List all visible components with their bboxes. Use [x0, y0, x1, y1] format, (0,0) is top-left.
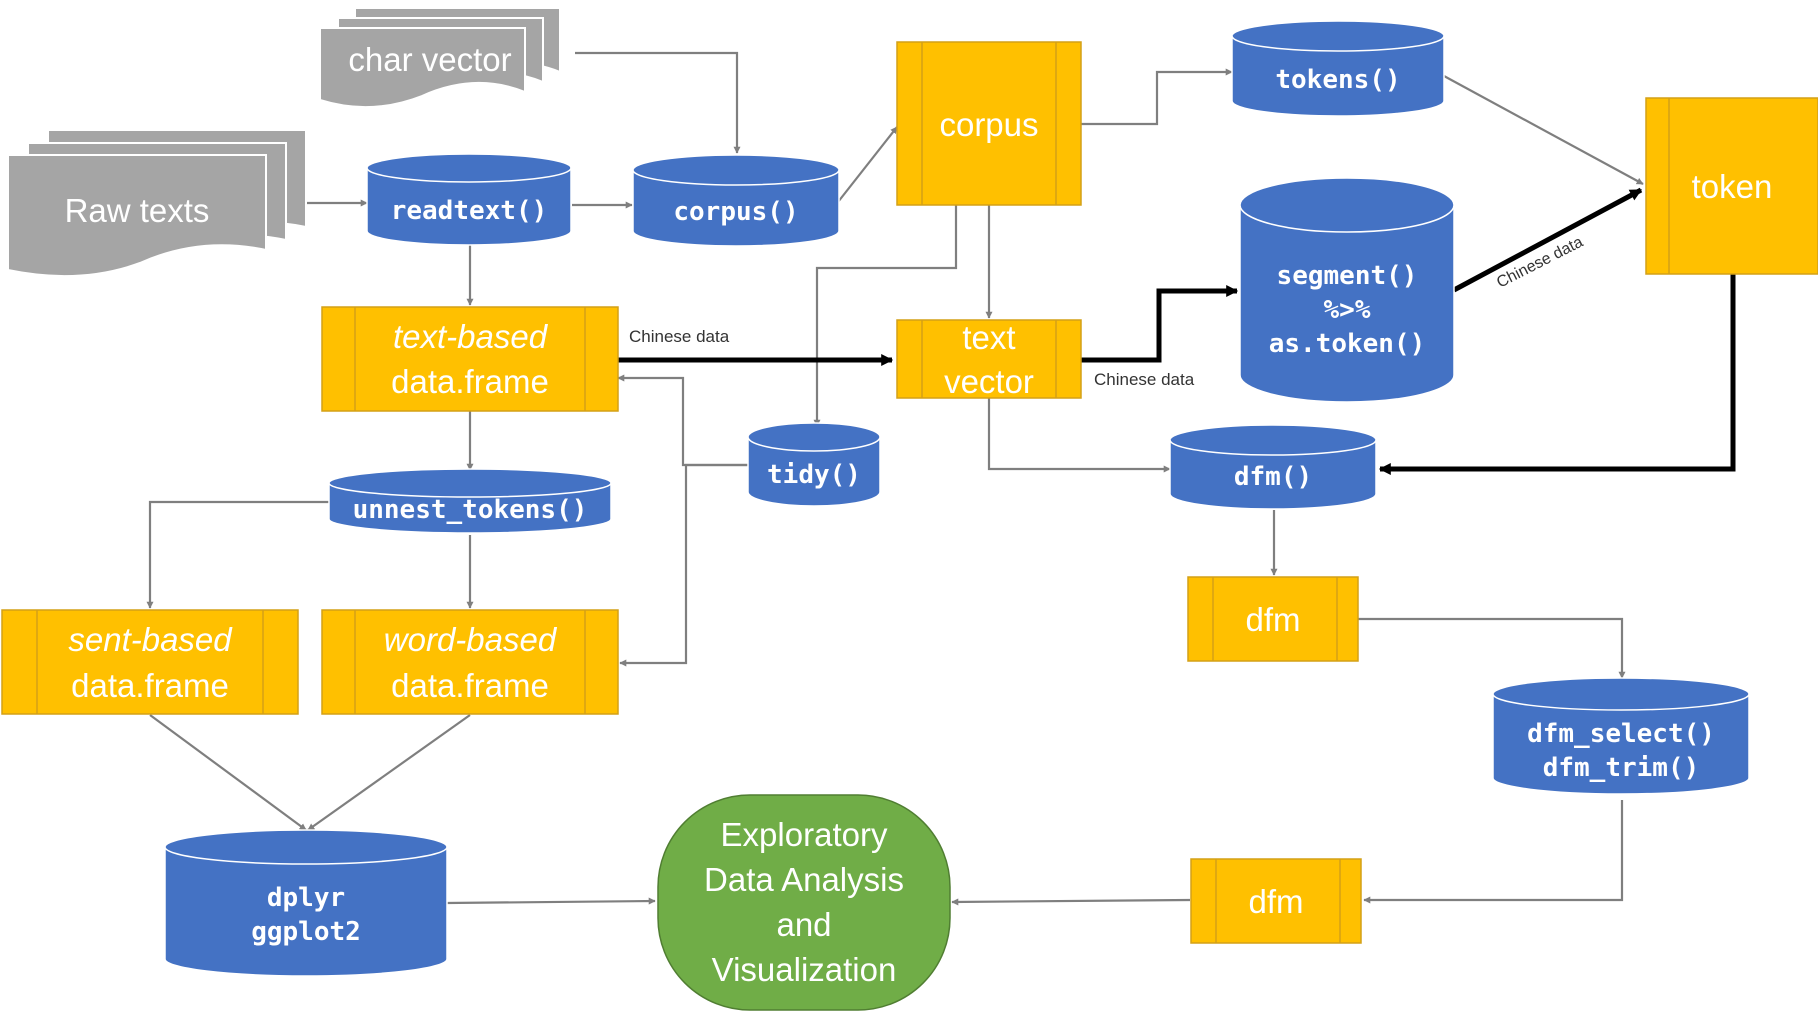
fn-tidy: tidy() [747, 422, 881, 507]
obj-sent-based-line-2: data.frame [71, 667, 229, 704]
doc-raw-texts-label: Raw texts [65, 192, 210, 229]
edge-token-to-dfmfn [1378, 274, 1736, 475]
fn-ggplot2-label: ggplot2 [251, 917, 361, 947]
obj-text-vector-line-2: vector [944, 363, 1034, 400]
edge-textvector-to-segment [1081, 285, 1239, 363]
fn-segment-line-3: as.token() [1269, 329, 1426, 359]
obj-text-based-line-2: data.frame [391, 363, 549, 400]
obj-text-based-df: text-based data.frame [321, 306, 619, 412]
edge-dfmselect-to-dfm2 [1363, 800, 1624, 904]
analysis-eda: Exploratory Data Analysis and Visualizat… [657, 794, 951, 1011]
edge-corpus-to-tidy [813, 205, 958, 427]
edge-label-chinese-2: Chinese data [1094, 370, 1195, 389]
edge-charvector-to-corpus [575, 51, 741, 154]
analysis-line-3: and [776, 906, 831, 943]
fn-dfm-select-trim: dfm_select() dfm_trim() [1492, 677, 1750, 795]
fn-corpus: corpus() [632, 154, 840, 247]
edge-dfm1-to-dfmselect [1358, 617, 1626, 679]
edge-label-chinese-1: Chinese data [629, 327, 730, 346]
obj-text-based-line-1: text-based [393, 318, 549, 355]
obj-corpus: corpus [896, 41, 1082, 206]
fn-dplyr-label: dplyr [267, 883, 345, 913]
edge-textvector-to-dfmfn [987, 398, 1171, 473]
analysis-line-2: Data Analysis [704, 861, 904, 898]
edge-segment-to-token [1452, 187, 1643, 293]
fn-tidy-label: tidy() [767, 460, 861, 490]
obj-token: token [1645, 97, 1818, 275]
fn-tokens: tokens() [1231, 20, 1445, 117]
fn-segment-line-1: segment() [1277, 261, 1418, 291]
fn-tokens-label: tokens() [1275, 65, 1400, 95]
fn-dfm-label: dfm() [1234, 462, 1312, 492]
fn-dfm-trim-label: dfm_trim() [1543, 753, 1700, 783]
edge-tidy-to-textbased [617, 374, 748, 467]
fn-dfm: dfm() [1169, 424, 1377, 510]
edge-unnest-to-sentbased [146, 500, 330, 609]
doc-char-vector-label: char vector [348, 41, 511, 78]
obj-dfm-1-label: dfm [1245, 601, 1300, 638]
obj-word-based-line-2: data.frame [391, 667, 549, 704]
doc-char-vector: char vector [319, 7, 561, 109]
edge-tidy-to-wordbased [619, 463, 748, 667]
edge-tokensfn-to-token [1443, 75, 1644, 185]
fn-segment: segment() %>% as.token() [1239, 177, 1455, 403]
chinese-edges [618, 187, 1736, 475]
fn-unnest-tokens: unnest_tokens() [328, 468, 612, 534]
fn-dplyr-ggplot2: dplyr ggplot2 [164, 829, 448, 977]
obj-word-based-df: word-based data.frame [321, 609, 619, 715]
fn-dfm-select-label: dfm_select() [1527, 719, 1715, 749]
obj-token-label: token [1692, 168, 1773, 205]
obj-dfm-1: dfm [1187, 576, 1359, 662]
obj-dfm-2: dfm [1190, 858, 1362, 944]
edge-wordbased-to-dplyr [307, 714, 471, 831]
obj-sent-based-df: sent-based data.frame [1, 609, 299, 715]
obj-sent-based-line-1: sent-based [68, 621, 233, 658]
obj-text-vector: text vector [896, 319, 1082, 400]
doc-raw-texts: Raw texts [7, 129, 307, 278]
edge-sentbased-to-dplyr [149, 714, 307, 831]
fn-unnest-tokens-label: unnest_tokens() [353, 495, 588, 525]
fn-segment-line-2: %>% [1324, 295, 1371, 325]
fn-readtext: readtext() [366, 153, 572, 246]
edge-corpusfn-to-corpus [837, 126, 898, 203]
analysis-line-4: Visualization [712, 951, 897, 988]
obj-text-vector-line-1: text [962, 319, 1015, 356]
fn-readtext-label: readtext() [391, 196, 548, 226]
fn-corpus-label: corpus() [673, 197, 798, 227]
obj-dfm-2-label: dfm [1248, 883, 1303, 920]
analysis-line-1: Exploratory [721, 816, 888, 853]
edge-dfm2-to-analysis [951, 898, 1191, 906]
obj-corpus-label: corpus [939, 106, 1038, 143]
edge-dplyr-to-analysis [446, 897, 656, 905]
obj-word-based-line-1: word-based [384, 621, 558, 658]
edge-corpus-to-tokensfn [1081, 68, 1233, 126]
edges [146, 51, 1644, 906]
